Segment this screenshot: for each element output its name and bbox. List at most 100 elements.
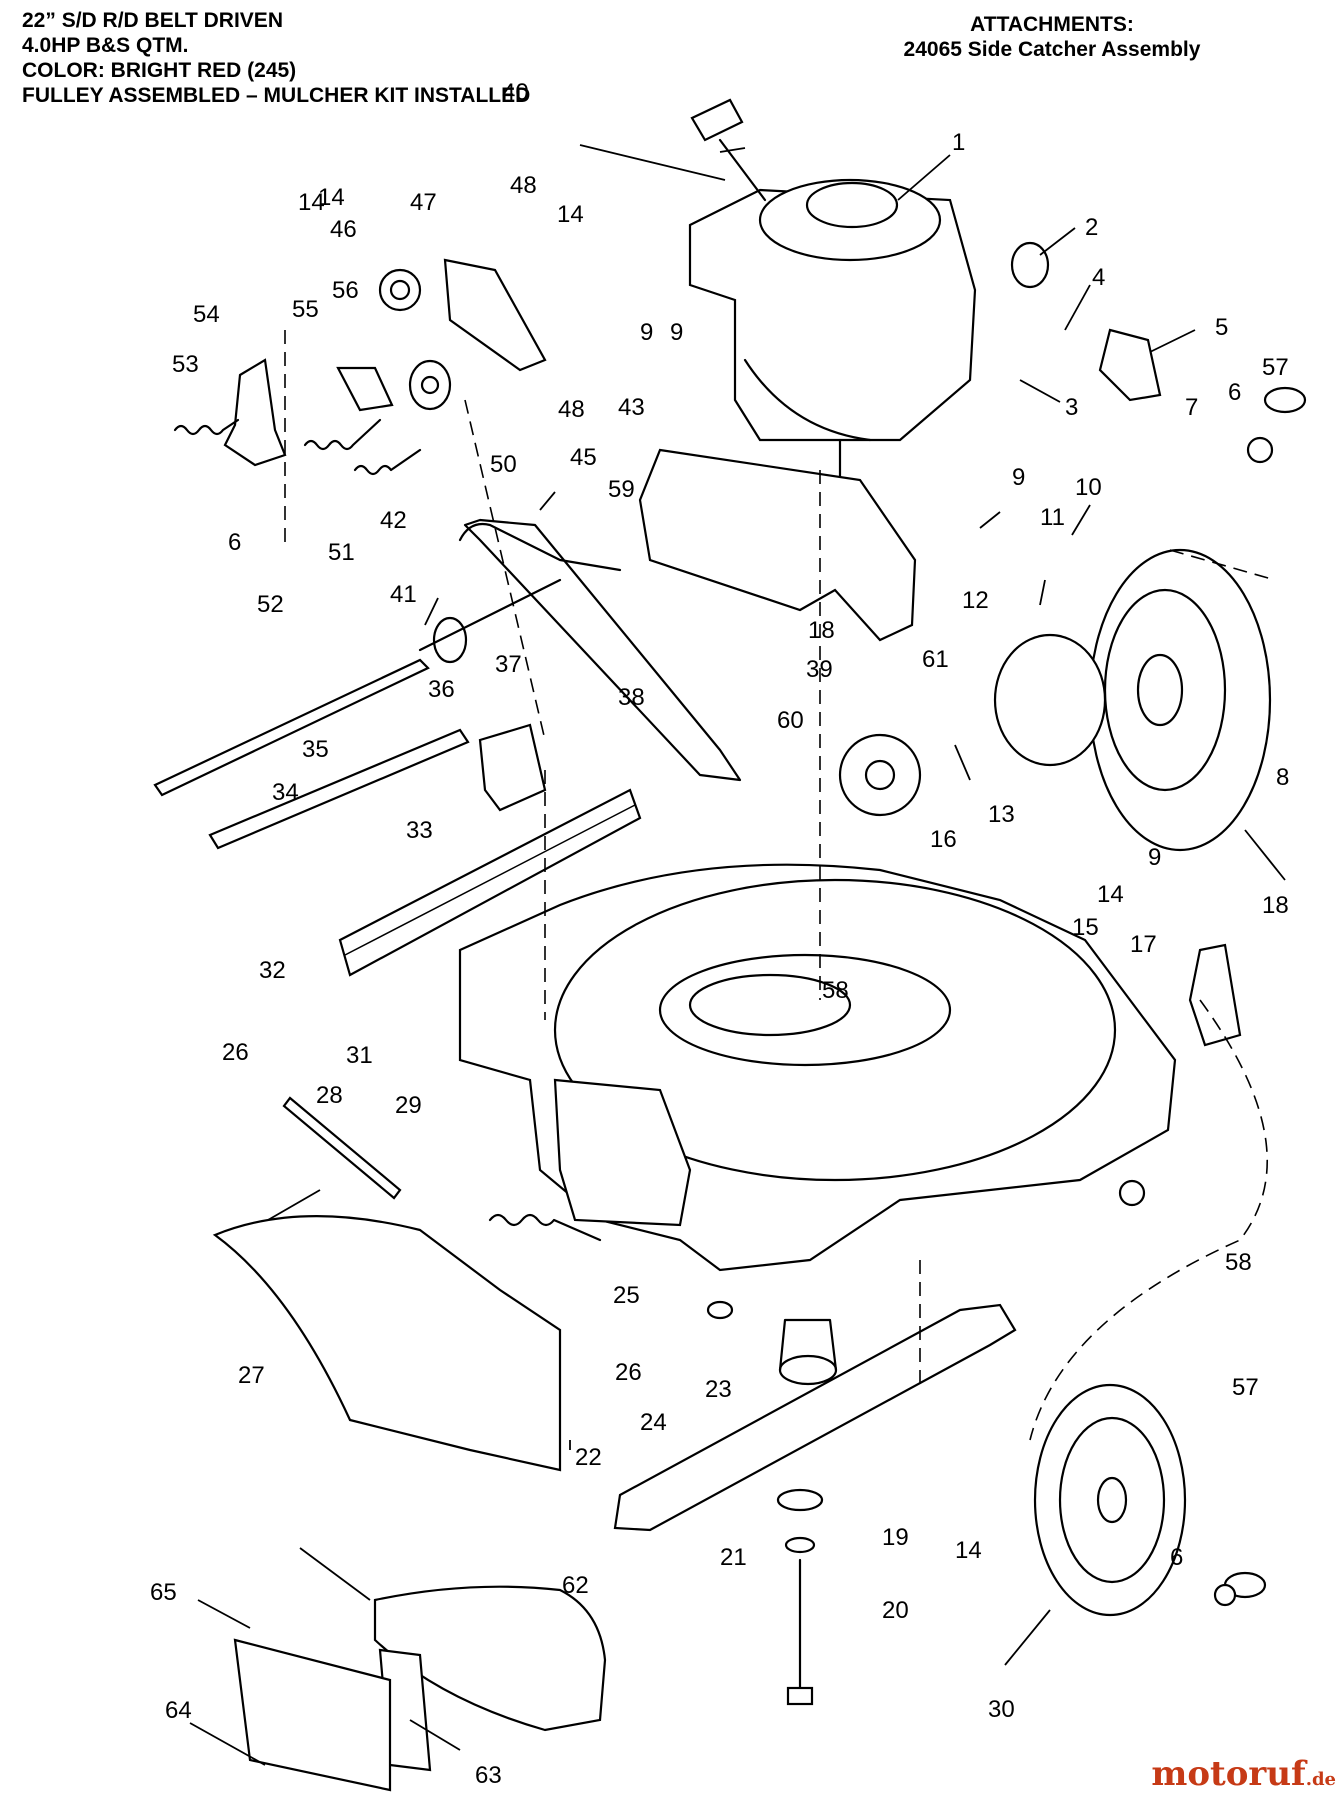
callout-53: 53	[172, 351, 199, 378]
rear-plate-part	[208, 728, 470, 850]
callout-2: 2	[1085, 214, 1098, 241]
parts-drawing	[153, 98, 1307, 1792]
callout-59: 59	[608, 476, 635, 503]
watermark-tld: .de	[1305, 1769, 1336, 1790]
callout-51: 51	[328, 539, 355, 566]
callout-20: 20	[882, 1597, 909, 1624]
callout-10: 10	[1075, 474, 1102, 501]
callout-47: 47	[410, 189, 437, 216]
discharge-chute-part	[212, 1215, 562, 1472]
callout-56: 56	[332, 277, 359, 304]
callout-14: 14	[298, 189, 325, 216]
watermark-brand: motoruf	[1151, 1754, 1306, 1794]
engine-part	[688, 98, 977, 482]
header-line-assembly: FULLEY ASSEMBLED – MULCHER KIT INSTALLED	[22, 84, 531, 107]
callout-5: 5	[1215, 314, 1228, 341]
callout-48: 48	[558, 396, 585, 423]
callout-23: 23	[705, 1376, 732, 1403]
axle-rod-part	[153, 658, 430, 797]
callout-12: 12	[962, 587, 989, 614]
callout-9: 9	[1012, 464, 1025, 491]
callout-21: 21	[720, 1544, 747, 1571]
callout-16: 16	[930, 826, 957, 853]
callout-50: 50	[490, 451, 517, 478]
guide-rail-part	[338, 788, 642, 977]
callout-4: 4	[1092, 264, 1105, 291]
callout-24: 24	[640, 1409, 667, 1436]
callout-14: 14	[318, 184, 345, 211]
callout-26: 26	[222, 1039, 249, 1066]
header-line-model: 22” S/D R/D BELT DRIVEN	[22, 9, 283, 32]
callout-15: 15	[1072, 914, 1099, 941]
callout-29: 29	[395, 1092, 422, 1119]
rear-wheel-part	[1088, 548, 1272, 852]
callout-52: 52	[257, 591, 284, 618]
callout-62: 62	[562, 1572, 589, 1599]
header-line-engine: 4.0HP B&S QTM.	[22, 34, 189, 57]
callout-54: 54	[193, 301, 220, 328]
callout-55: 55	[292, 296, 319, 323]
callout-9: 9	[1148, 844, 1161, 871]
front-wheel-part	[1033, 1383, 1187, 1617]
callout-40: 40	[502, 79, 529, 106]
callout-48: 48	[510, 172, 537, 199]
callout-61: 61	[922, 646, 949, 673]
diagram-header: 22” S/D R/D BELT DRIVEN 4.0HP B&S QTM. C…	[22, 8, 530, 108]
callout-8: 8	[1276, 764, 1289, 791]
callout-27: 27	[238, 1362, 265, 1389]
callout-39: 39	[806, 656, 833, 683]
mower-deck-part	[458, 863, 1177, 1272]
callout-9: 9	[670, 319, 683, 346]
callout-18: 18	[808, 617, 835, 644]
callout-46: 46	[330, 216, 357, 243]
callout-41: 41	[390, 581, 417, 608]
callout-14: 14	[1097, 881, 1124, 908]
callout-63: 63	[475, 1762, 502, 1789]
mulch-door-part	[233, 1638, 392, 1792]
callout-18: 18	[1262, 892, 1289, 919]
callout-22: 22	[575, 1444, 602, 1471]
callout-38: 38	[618, 684, 645, 711]
callout-64: 64	[165, 1697, 192, 1724]
blade-part	[613, 1303, 1017, 1532]
callout-1: 1	[952, 129, 965, 156]
callout-6: 6	[228, 529, 241, 556]
callout-9: 9	[640, 319, 653, 346]
belt-guard-part	[638, 448, 917, 642]
callout-57: 57	[1232, 1374, 1259, 1401]
callout-19: 19	[882, 1524, 909, 1551]
callout-6: 6	[1170, 1544, 1183, 1571]
callout-7: 7	[1185, 394, 1198, 421]
mulch-plate-part	[373, 1585, 607, 1732]
callout-6: 6	[1228, 379, 1241, 406]
callout-32: 32	[259, 957, 286, 984]
callout-14: 14	[955, 1537, 982, 1564]
callout-33: 33	[406, 817, 433, 844]
callout-35: 35	[302, 736, 329, 763]
watermark-logo: motoruf.de	[1151, 1754, 1336, 1794]
callout-42: 42	[380, 507, 407, 534]
drive-belt-part	[463, 518, 742, 782]
callout-58: 58	[1225, 1249, 1252, 1276]
callout-26: 26	[615, 1359, 642, 1386]
callout-13: 13	[988, 801, 1015, 828]
callout-numbers: 1 2 3 4 5 6 7 8 9 10 11 12 13 14 15 16 1…	[150, 79, 1289, 1789]
callout-43: 43	[618, 394, 645, 421]
callout-58: 58	[822, 977, 849, 1004]
callout-3: 3	[1065, 394, 1078, 421]
callout-65: 65	[150, 1579, 177, 1606]
callout-37: 37	[495, 651, 522, 678]
callout-17: 17	[1130, 931, 1157, 958]
callout-57: 57	[1262, 354, 1289, 381]
callout-31: 31	[346, 1042, 373, 1069]
attachments-line: 24065 Side Catcher Assembly	[903, 38, 1201, 61]
callout-30: 30	[988, 1696, 1015, 1723]
callout-leaders	[189, 144, 1286, 1766]
header-line-color: COLOR: BRIGHT RED (245)	[22, 59, 297, 82]
callout-11: 11	[1040, 504, 1065, 531]
attachments-title: ATTACHMENTS:	[970, 13, 1134, 36]
callout-45: 45	[570, 444, 597, 471]
callout-34: 34	[272, 779, 299, 806]
callout-25: 25	[613, 1282, 640, 1309]
